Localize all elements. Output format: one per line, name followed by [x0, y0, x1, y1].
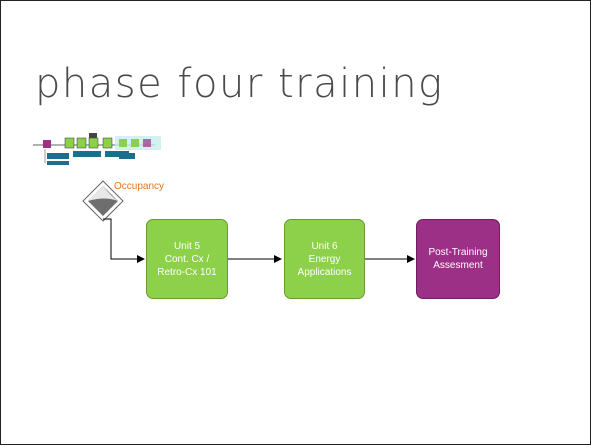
- flow-overview-thumbnail: [33, 133, 161, 165]
- unit5-line-3: Retro-Cx 101: [157, 266, 217, 278]
- unit6-node: Unit 6 Energy Applications: [284, 219, 365, 299]
- unit5-node: Unit 5 Cont. Cx / Retro-Cx 101: [146, 219, 228, 299]
- post-line-1: Post-Training: [428, 247, 488, 258]
- unit6-line-3: Applications: [297, 266, 352, 278]
- unit6-line-2: Energy: [308, 253, 341, 265]
- post-training-node: Post-Training Assesment: [416, 219, 500, 299]
- unit5-line-2: Cont. Cx /: [164, 253, 210, 265]
- connector-occupancy-to-unit5: [103, 218, 145, 263]
- post-line-2: Assesment: [433, 260, 483, 271]
- unit6-line-1: Unit 6: [311, 240, 338, 252]
- unit5-line-1: Unit 5: [173, 240, 201, 252]
- occupancy-label: Occupancy: [114, 181, 165, 192]
- slide-title: phase four training: [35, 61, 444, 107]
